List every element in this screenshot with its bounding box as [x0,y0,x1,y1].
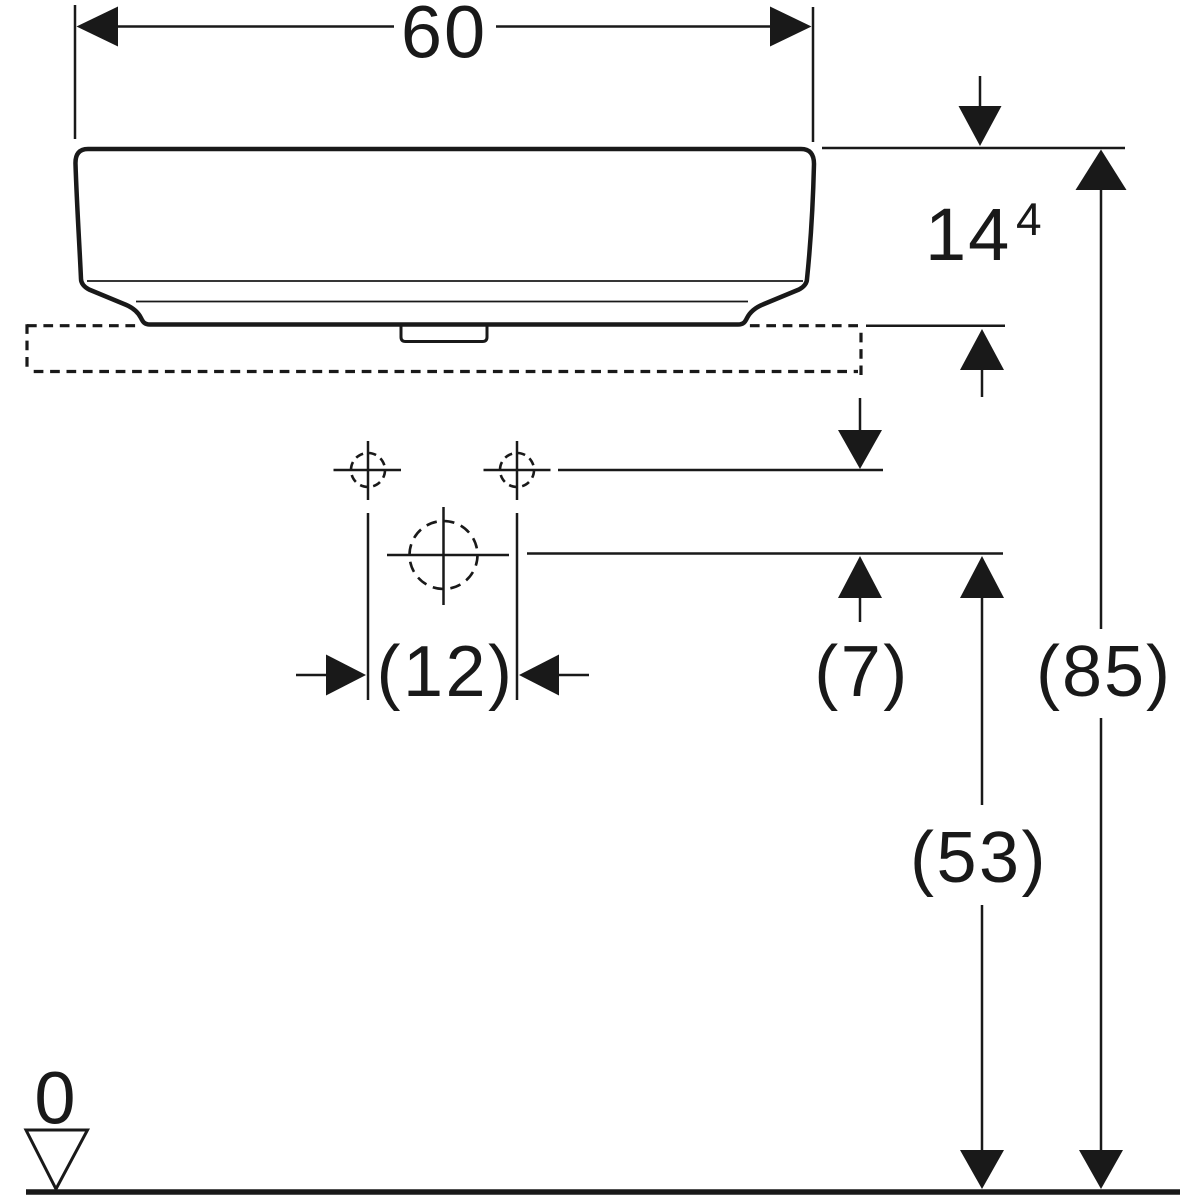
svg-text:(7): (7) [814,632,910,712]
svg-text:(53): (53) [910,818,1048,898]
svg-text:0: 0 [34,1057,75,1140]
svg-text:60: 60 [401,0,487,74]
svg-text:(12): (12) [376,632,514,712]
svg-text:(85): (85) [1036,632,1172,712]
svg-text:14: 14 [925,193,1011,276]
